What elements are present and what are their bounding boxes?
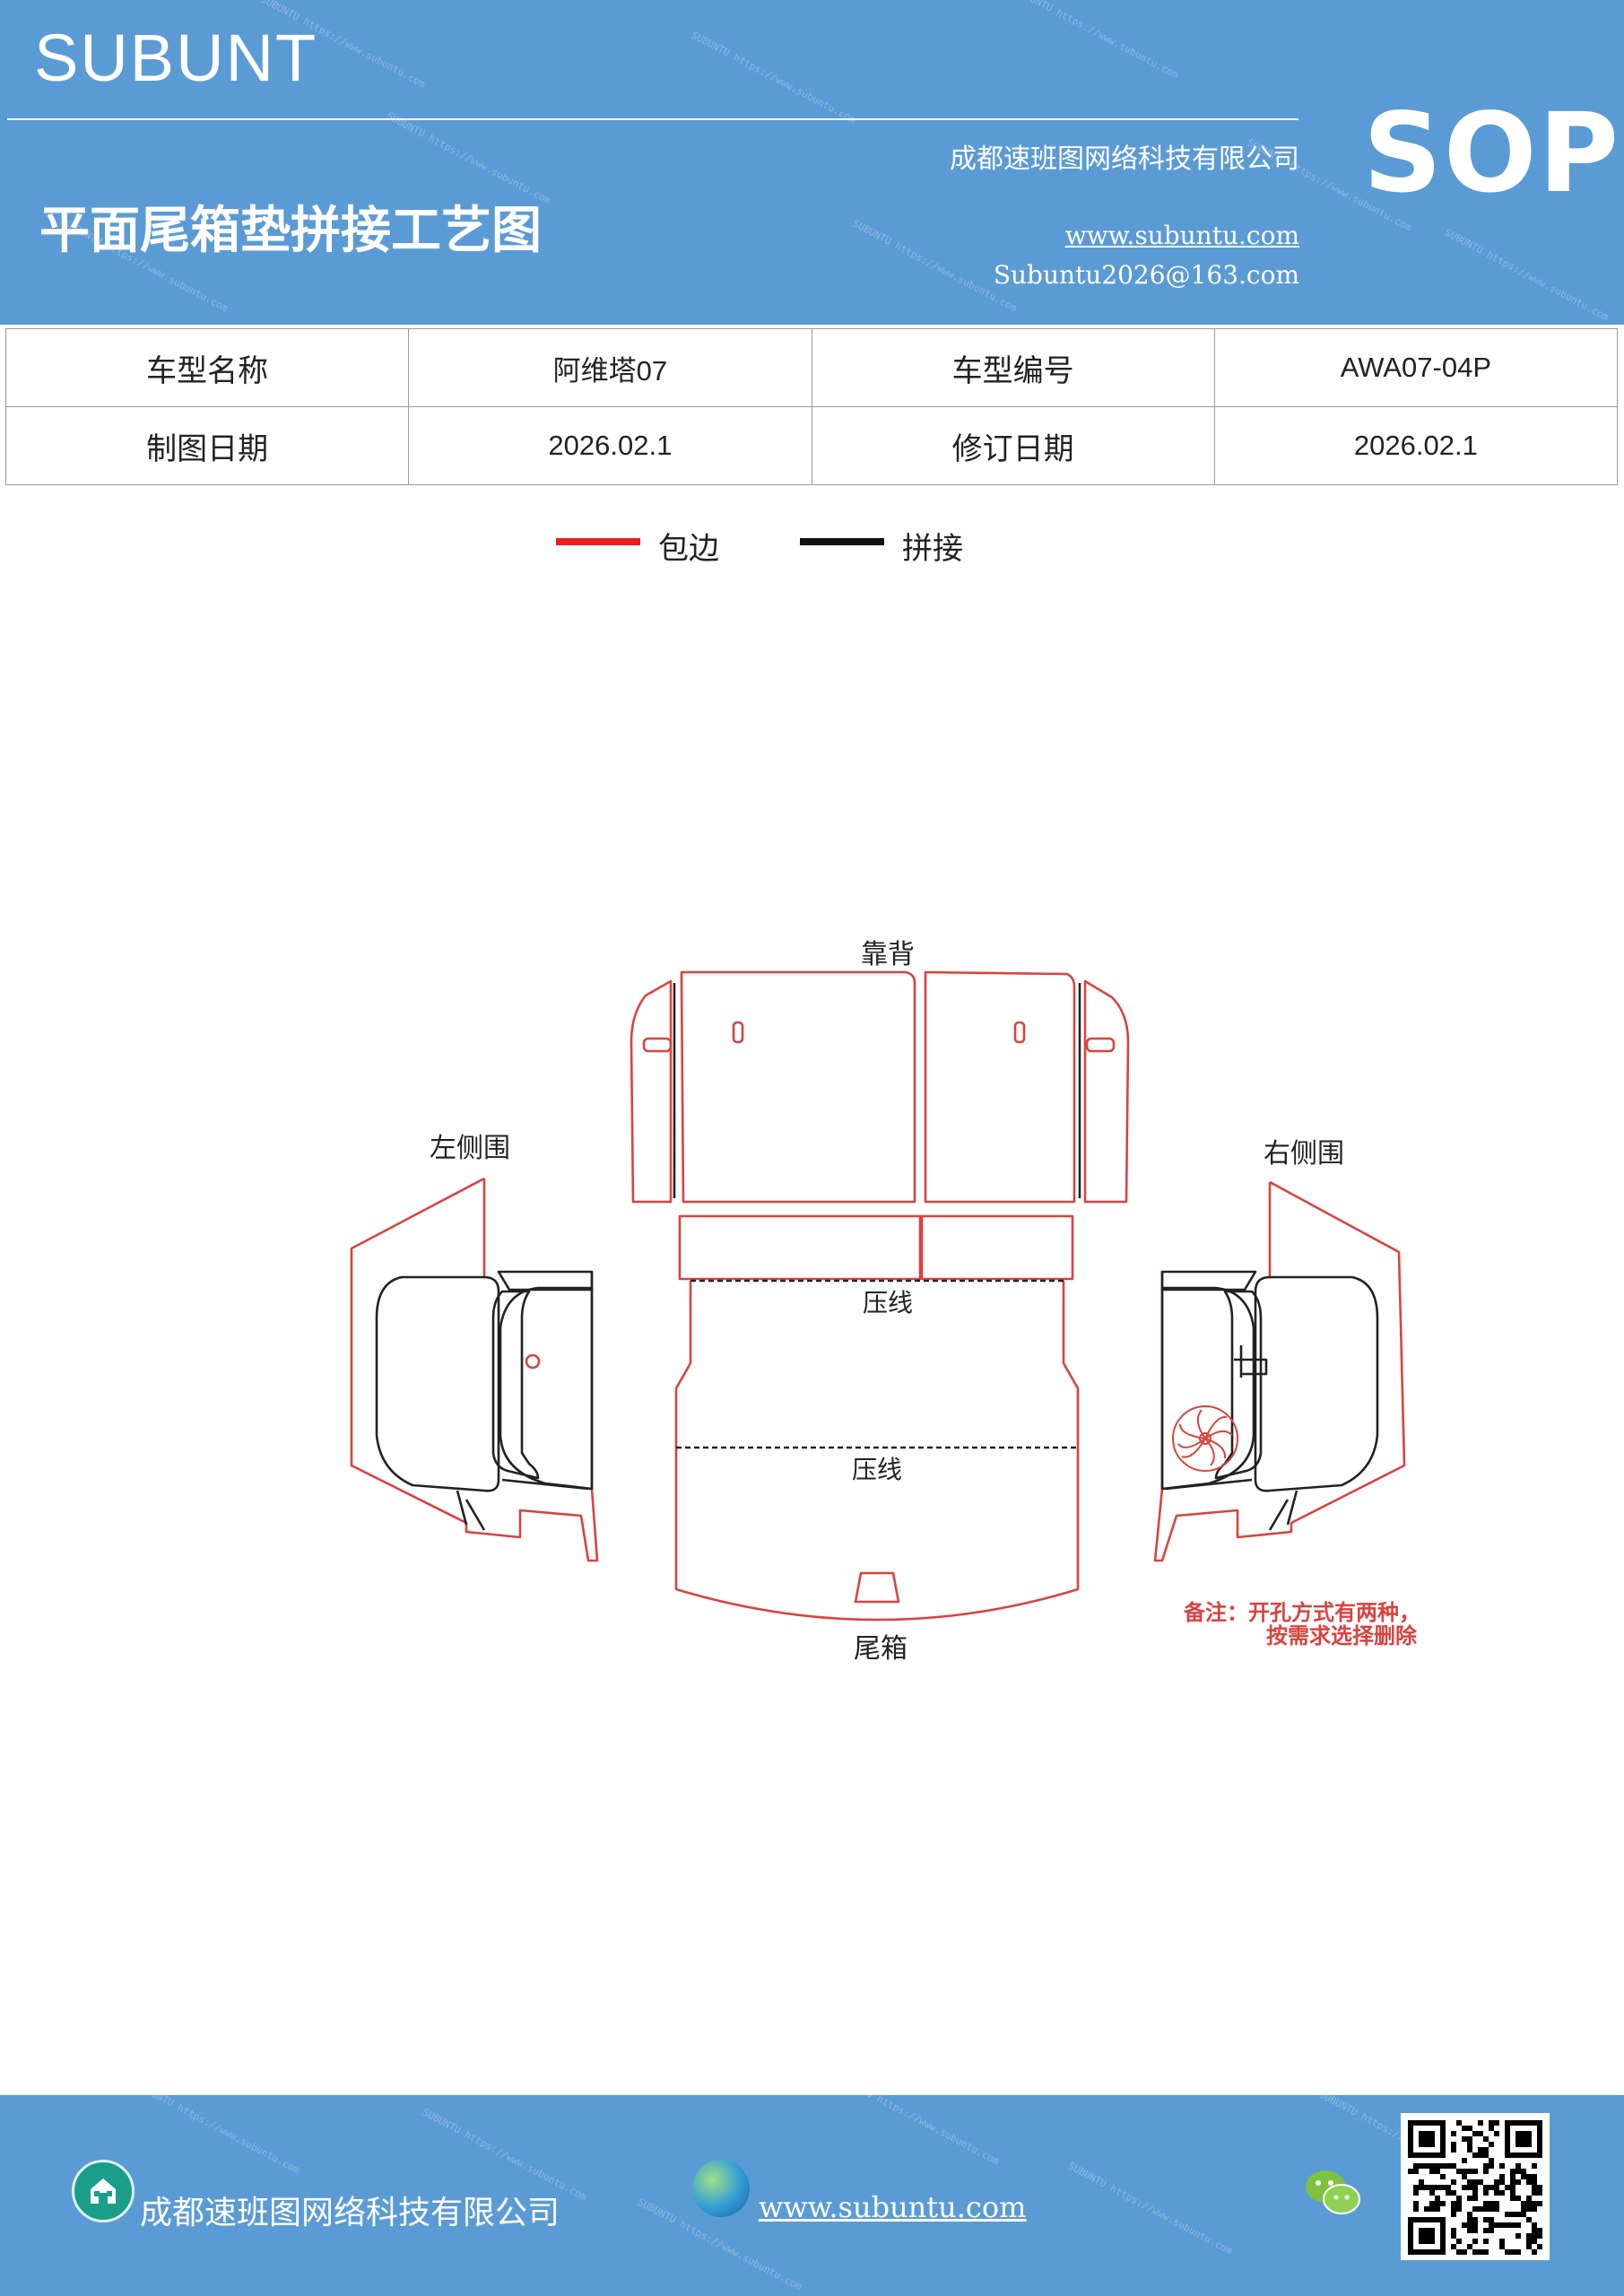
left-side-hole: [525, 1353, 541, 1370]
note-line-2: 按需求选择删除: [1266, 1623, 1418, 1648]
headrest-hole-left: [732, 1021, 744, 1044]
document-title: 平面尾箱垫拼接工艺图: [39, 202, 542, 260]
table-row: 车型名称 阿维塔07 车型编号 AWA07-04P: [4, 328, 1619, 407]
left-side-outer: [350, 1177, 599, 1562]
label-press-line-1: 压线: [863, 1288, 913, 1318]
label-right-side: 右侧围: [1264, 1138, 1344, 1170]
left-side-well: [375, 1275, 500, 1492]
footer-company-name: 成都速班图网络科技有限公司: [140, 2195, 560, 2231]
email-address: Subuntu2026@163.com: [993, 260, 1299, 290]
qr-code-image: [1401, 2113, 1550, 2260]
watermark-text: SUBUNTU https://www.subuntu.com: [832, 2095, 1002, 2168]
legend-label-seam: 拼接: [902, 531, 963, 567]
company-name: 成都速班图网络科技有限公司: [950, 144, 1299, 175]
sop-badge: SOP: [1363, 90, 1620, 217]
table-row: 制图日期 2026.02.1 修订日期 2026.02.1: [4, 406, 1619, 485]
middle-strip-right: [920, 1214, 1074, 1281]
right-side-cavity: [1160, 1286, 1255, 1491]
label-press-line-2: 压线: [852, 1455, 902, 1484]
table-cell-value: 阿维塔07: [408, 328, 812, 407]
left-side-cavity: [499, 1286, 594, 1491]
middle-strip-left: [678, 1214, 922, 1281]
speaker-cutout-icon: [1172, 1405, 1238, 1472]
watermark-text: SUBUNTU https://www.subuntu.com: [1012, 0, 1181, 82]
trunk-mat-diagram: 靠背 左侧围 右侧围 压线 压线 尾箱 备注：开孔方式有两种， 按需求选择删除: [350, 939, 1420, 1665]
footer-website-link[interactable]: www.subuntu.com: [759, 2190, 1027, 2224]
globe-icon: [692, 2160, 750, 2217]
legend-swatch-edge: [556, 538, 640, 545]
website-link[interactable]: www.subuntu.com: [1064, 221, 1299, 250]
vehicle-info-table: 车型名称 阿维塔07 车型编号 AWA07-04P 制图日期 2026.02.1…: [4, 328, 1619, 485]
backrest-right-wing: [1083, 979, 1130, 1204]
watermark-text: SUBUNTU https://www.subuntu.com: [1065, 2160, 1235, 2257]
label-left-side: 左侧围: [430, 1133, 510, 1164]
header-banner: SUBUNTU https://www.subuntu.com SUBUNTU …: [0, 0, 1624, 325]
watermark-text: SUBUNTU https://www.subuntu.com: [689, 29, 858, 126]
label-trunk: 尾箱: [854, 1633, 908, 1665]
latch-slot-left: [642, 1037, 673, 1053]
right-side-inner-pocket: [1214, 1290, 1263, 1480]
table-cell-value: AWA07-04P: [1213, 328, 1619, 407]
right-side-outer: [1153, 1180, 1406, 1562]
left-side-top-tab: [497, 1270, 594, 1292]
legend-label-edge: 包边: [658, 531, 719, 567]
right-side-bracket: [1234, 1345, 1268, 1378]
table-cell-label: 修订日期: [811, 406, 1215, 485]
watermark-text: SUBUNTU https://www.subuntu.com: [133, 2095, 302, 2177]
watermark-text: SUBUNTU https://www.subuntu.com: [1442, 226, 1611, 324]
trunk-floor-panel: [674, 1281, 1080, 1622]
label-backrest: 靠背: [861, 939, 915, 970]
right-side-bottom-strip: [1165, 1478, 1298, 1531]
table-cell-value: 2026.02.1: [1213, 406, 1619, 485]
table-cell-value: 2026.02.1: [408, 406, 812, 485]
headrest-hole-right: [1013, 1021, 1026, 1044]
backrest-right-panel: [924, 970, 1076, 1204]
table-cell-label: 车型名称: [4, 328, 410, 407]
right-side-top-tab: [1160, 1270, 1257, 1292]
backrest-left-wing: [630, 979, 673, 1204]
trunk-handle-cutout: [854, 1571, 900, 1604]
table-cell-label: 车型编号: [811, 328, 1215, 407]
table-cell-label: 制图日期: [4, 406, 410, 485]
left-side-inner-pocket: [491, 1290, 540, 1480]
wechat-icon: [1302, 2163, 1365, 2221]
right-side-well: [1254, 1275, 1379, 1492]
brand-logo-text: SUBUNT: [34, 21, 318, 95]
left-side-bottom-strip: [456, 1478, 589, 1531]
header-divider: [7, 118, 1298, 120]
latch-slot-right: [1085, 1037, 1116, 1053]
note-line-1: 备注：开孔方式有两种，: [1183, 1600, 1420, 1625]
backrest-left-panel: [680, 970, 916, 1204]
legend-swatch-seam: [800, 538, 884, 545]
building-icon: [72, 2160, 135, 2222]
